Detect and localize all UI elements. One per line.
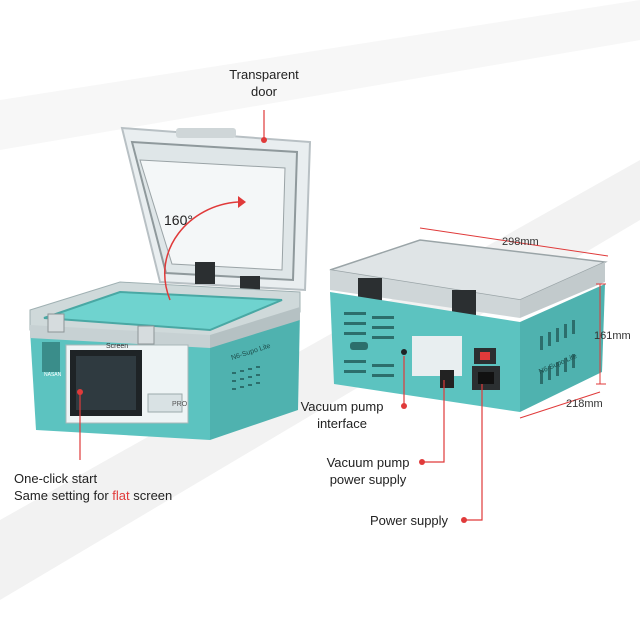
- vac-power-label: Vacuum pump power supply: [318, 454, 418, 488]
- left-device: [29, 126, 312, 440]
- door-label-line1: Transparent: [229, 67, 299, 82]
- door-label-line2: door: [250, 84, 278, 99]
- dimension-depth: 218mm: [566, 398, 603, 410]
- oneclick-label: One-click start Same setting for flat sc…: [14, 470, 172, 504]
- angle-label: 160°: [164, 212, 193, 228]
- oneclick-line2: Same setting for flat screen: [14, 487, 172, 504]
- brand-logo: NASAN: [44, 372, 62, 378]
- rotation-arrow: [164, 201, 239, 301]
- screen-label: Screen: [106, 343, 128, 350]
- callout-dots: [77, 137, 467, 523]
- vac-interface-line2: interface: [317, 416, 367, 431]
- oneclick-line2-post: screen: [129, 488, 173, 503]
- oneclick-line2-highlight: flat: [112, 488, 130, 503]
- background-band: [0, 0, 640, 150]
- power-supply-label: Power supply: [370, 513, 449, 528]
- dimension-height: 161mm: [594, 330, 631, 342]
- dimension-width: 298mm: [502, 236, 539, 248]
- door-label: Transparent door: [222, 66, 306, 100]
- vac-power-line1: Vacuum pump: [326, 455, 410, 470]
- vac-interface-line1: Vacuum pump: [300, 399, 384, 414]
- pro-badge: PRO: [172, 401, 188, 408]
- oneclick-line2-pre: Same setting for: [14, 488, 113, 503]
- rotation-arrowhead: [238, 196, 246, 208]
- right-device: [329, 239, 608, 412]
- vac-power-line2: power supply: [329, 472, 407, 487]
- vac-interface-label: Vacuum pump interface: [292, 398, 392, 432]
- oneclick-line1: One-click start: [14, 471, 98, 486]
- dimension-lines: [419, 227, 609, 419]
- callout-lines: [79, 110, 483, 521]
